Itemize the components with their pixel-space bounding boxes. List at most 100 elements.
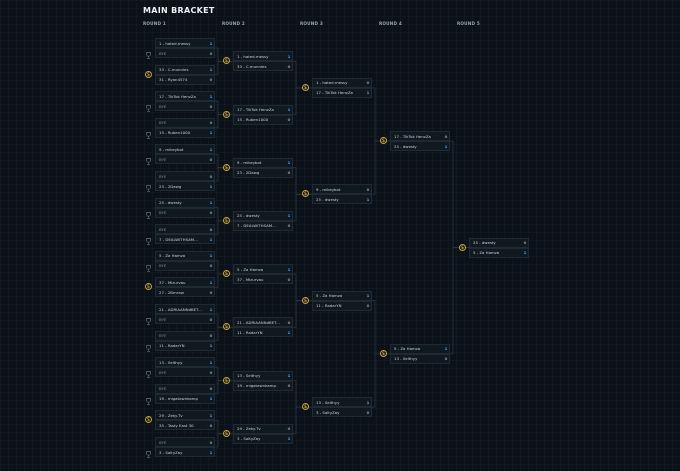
player-slot[interactable]: 7 - DEALWITHSAM...0 bbox=[233, 220, 293, 231]
player-slot[interactable]: 21 - ADRIAANNdBET...0 bbox=[233, 317, 293, 328]
coin-badge-icon: $ bbox=[380, 137, 387, 145]
player-score: 0 bbox=[209, 226, 213, 232]
player-slot[interactable]: 7 - DEALWITHSAM...1 bbox=[155, 234, 215, 245]
player-name: 1 - hated.messy bbox=[237, 53, 269, 59]
player-name: 7 - DEALWITHSAM... bbox=[159, 236, 198, 242]
trophy-icon bbox=[145, 443, 152, 458]
player-slot[interactable]: 21 - ADRIAANNdBET...1 bbox=[155, 304, 215, 314]
player-score: 0 bbox=[366, 303, 370, 309]
player-name: 9 - mikeybot bbox=[237, 160, 262, 166]
